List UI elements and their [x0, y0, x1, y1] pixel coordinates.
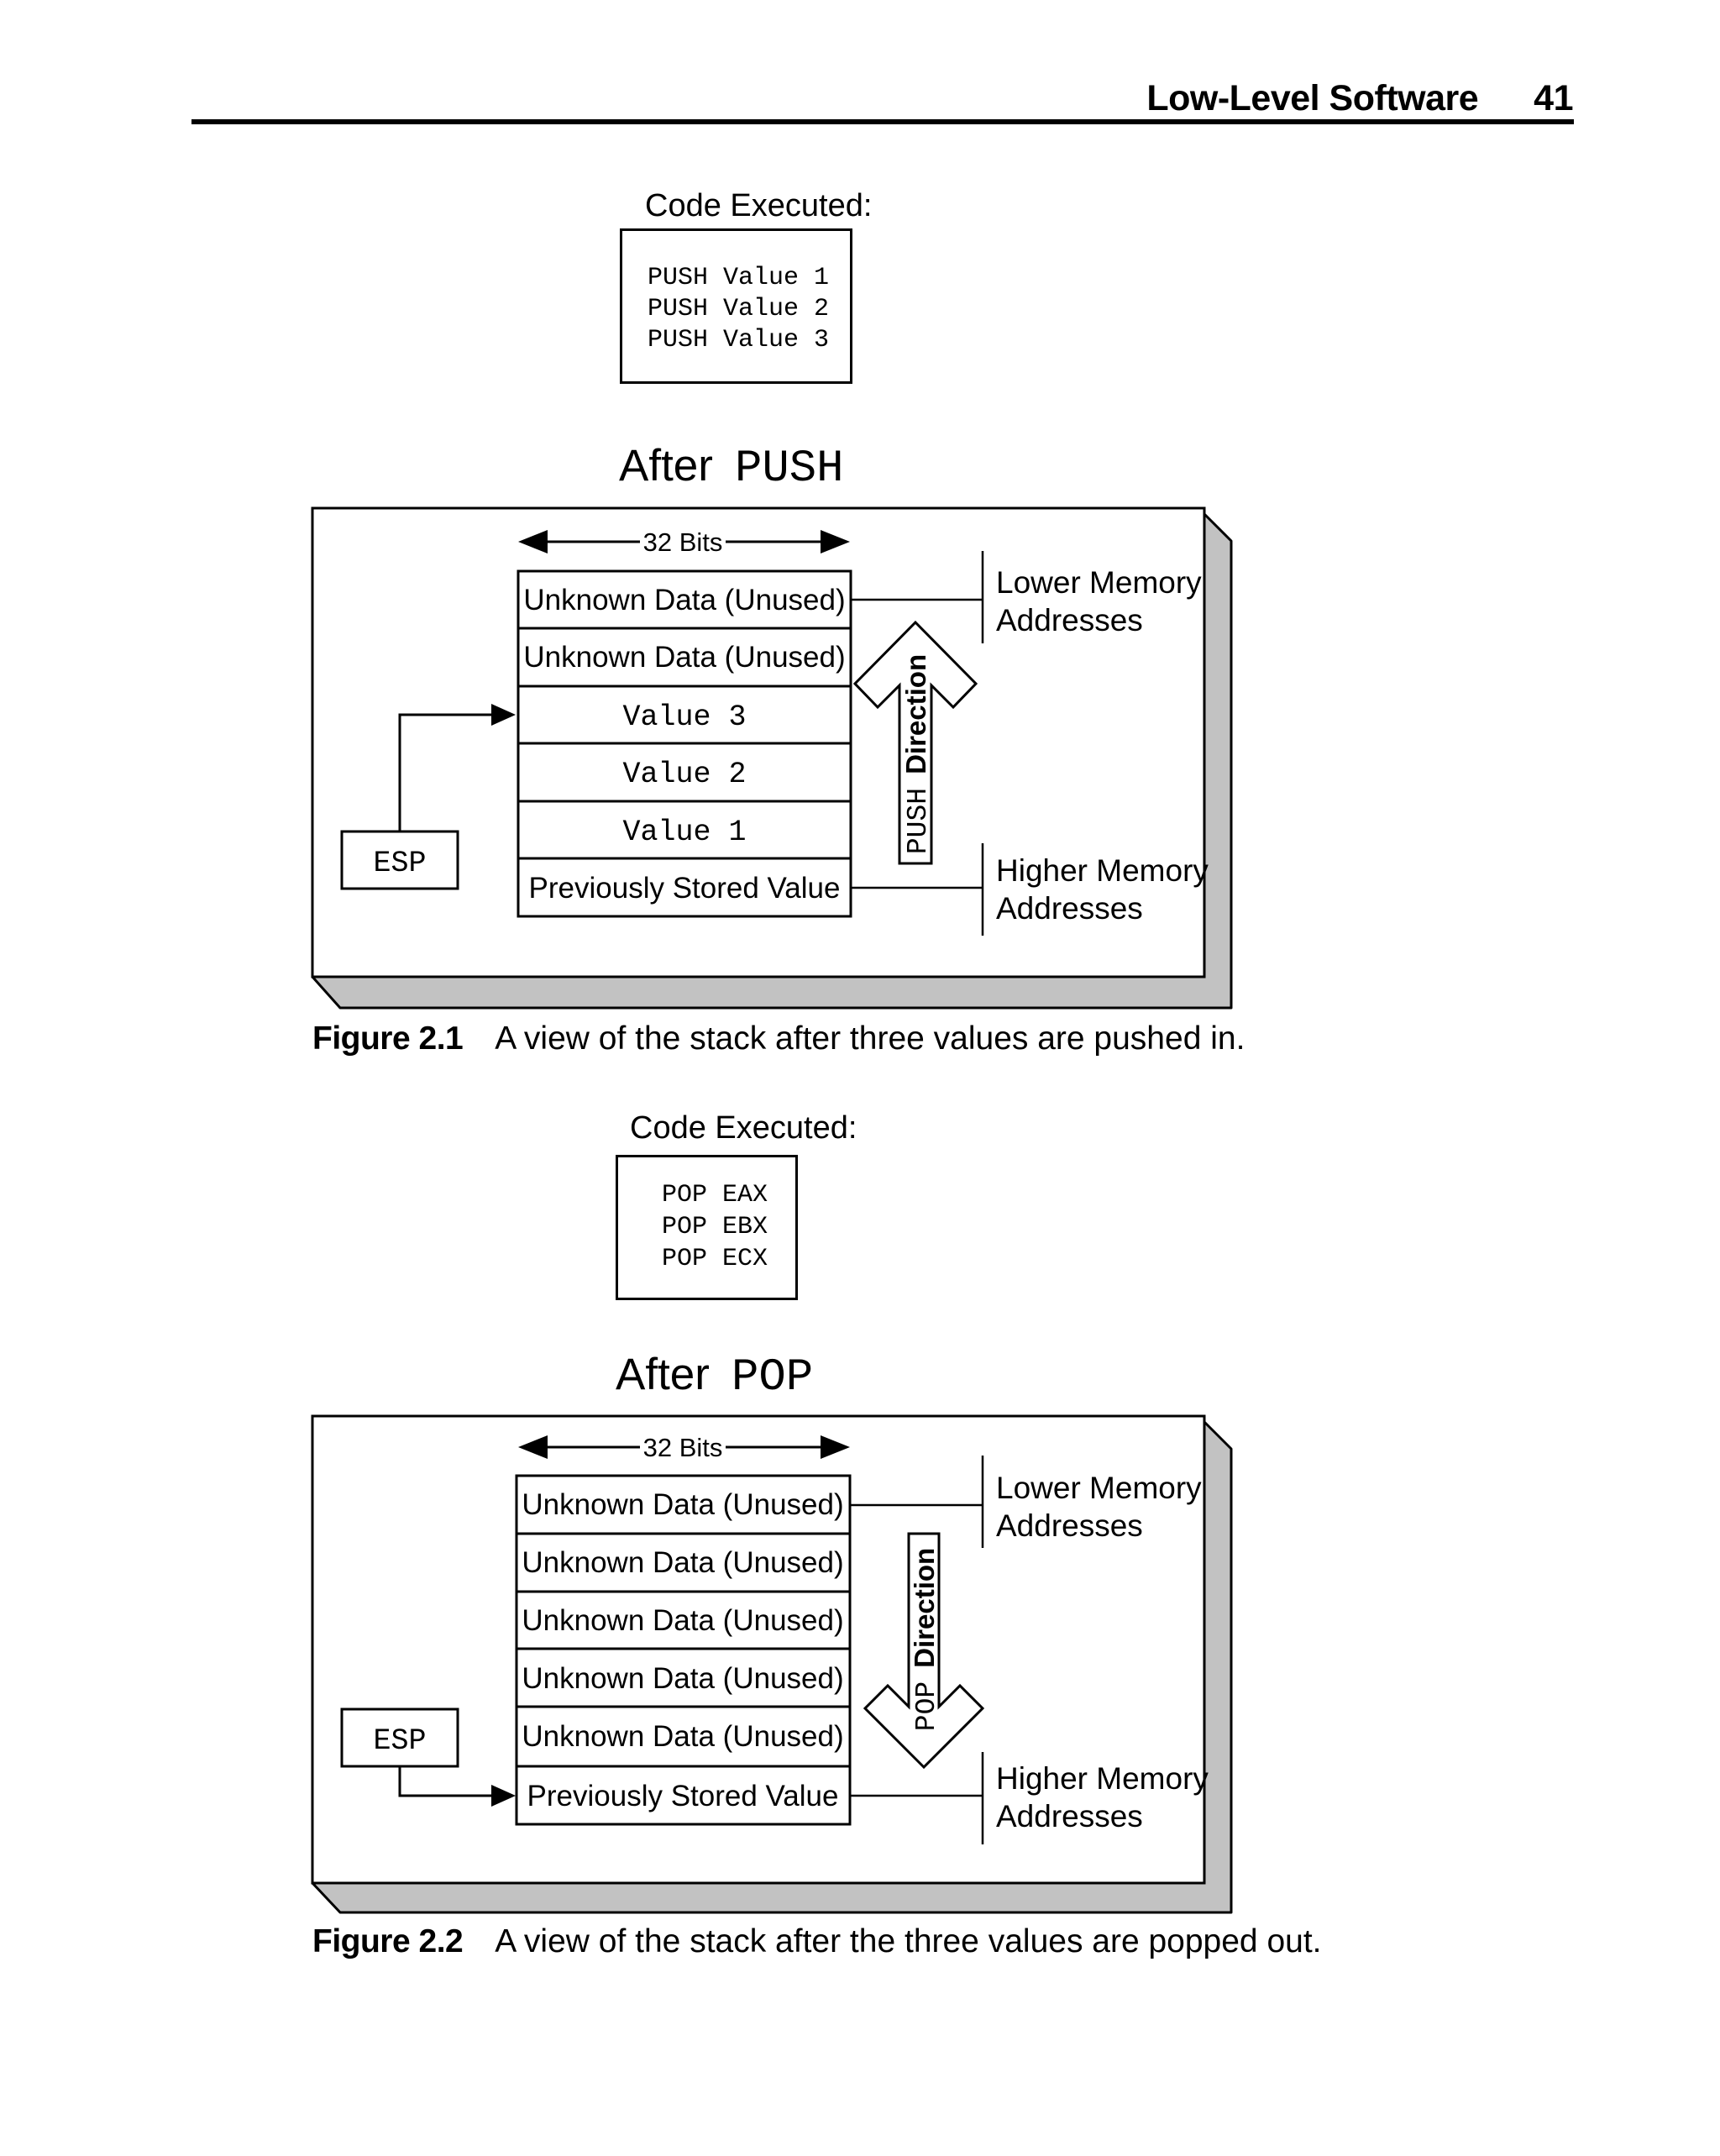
higher-memory-label-2: Addresses	[996, 891, 1143, 926]
code-listing-push: PUSH Value 1 PUSH Value 2 PUSH Value 3	[648, 263, 850, 356]
code-line: POP ECX	[662, 1245, 768, 1273]
code-executed-label-pop: Code Executed:	[630, 1110, 857, 1146]
higher-memory-label: Higher Memory	[996, 1761, 1209, 1796]
stack-cell-label: Unknown Data (Unused)	[522, 1604, 843, 1637]
stack-cell-label: Value 1	[622, 816, 746, 849]
figure-pop-diagram: 32 Bits Unknown Data (Unused) Unknown Da…	[311, 1414, 1233, 1914]
code-line: PUSH Value 2	[648, 295, 830, 323]
push-word: PUSH	[903, 788, 934, 854]
esp-pointer-line	[398, 713, 495, 831]
heading-word-after: After	[619, 441, 713, 490]
stack-cell-label: Unknown Data (Unused)	[523, 584, 845, 616]
esp-label: ESP	[373, 847, 426, 880]
figure-caption-text: A view of the stack after three values a…	[495, 1020, 1245, 1057]
code-executed-label-push: Code Executed:	[645, 188, 873, 223]
header-rule	[191, 119, 1574, 124]
bits-arrowhead-right	[821, 1435, 850, 1459]
chapter-title: Low-Level Software	[1146, 78, 1479, 118]
code-box-push: PUSH Value 1 PUSH Value 2 PUSH Value 3	[620, 228, 852, 384]
stack-cell-label: Value 3	[622, 700, 746, 734]
stack-cell-label: Previously Stored Value	[527, 1780, 839, 1812]
stack-cell-label: Unknown Data (Unused)	[522, 1720, 843, 1753]
page-number: 41	[1534, 78, 1573, 118]
after-pop-heading: After POP	[616, 1352, 813, 1401]
direction-word: Direction	[900, 654, 931, 774]
code-line: POP EBX	[662, 1213, 768, 1241]
figure-number: Figure 2.2	[312, 1923, 464, 1959]
figure-number: Figure 2.1	[312, 1020, 464, 1057]
figure-caption-push: Figure 2.1 A view of the stack after thre…	[312, 1020, 1245, 1059]
heading-word-push: PUSH	[734, 443, 844, 495]
lower-memory-label: Lower Memory	[996, 1471, 1202, 1505]
stack-cell-label: Unknown Data (Unused)	[523, 641, 845, 674]
code-line: POP EAX	[662, 1181, 768, 1209]
lower-memory-label: Lower Memory	[996, 565, 1202, 600]
stack-cell-label: Previously Stored Value	[529, 872, 841, 905]
stack-cell-label: Unknown Data (Unused)	[522, 1488, 843, 1521]
esp-label: ESP	[373, 1724, 426, 1758]
figure-caption-text: A view of the stack after the three valu…	[495, 1923, 1322, 1959]
pop-word: POP	[911, 1681, 942, 1731]
stack-cell-label: Value 2	[622, 758, 746, 791]
bits-label: 32 Bits	[643, 527, 723, 557]
esp-pointer-arrowhead	[491, 704, 516, 726]
code-line: PUSH Value 3	[648, 326, 830, 354]
lower-memory-label-2: Addresses	[996, 603, 1143, 637]
running-header: Low-Level Software 41	[1146, 81, 1573, 117]
esp-box	[340, 1707, 459, 1768]
push-direction-label: PUSH Direction	[900, 654, 934, 854]
stack-cell-label: Unknown Data (Unused)	[522, 1662, 843, 1695]
figure-push-diagram: 32 Bits Unknown Data (Unused) Unknown Da…	[311, 506, 1233, 1010]
code-listing-pop: POP EAX POP EBX POP ECX	[662, 1179, 795, 1275]
esp-pointer-line	[398, 1766, 495, 1797]
stack-cell-label: Unknown Data (Unused)	[522, 1546, 843, 1579]
heading-word-pop: POP	[731, 1352, 814, 1403]
after-push-heading: After PUSH	[619, 443, 844, 492]
pop-direction-label: POP Direction	[909, 1548, 942, 1731]
direction-word: Direction	[909, 1548, 940, 1668]
bits-arrowhead-left	[518, 1435, 548, 1459]
figure-caption-pop: Figure 2.2 A view of the stack after the …	[312, 1923, 1322, 1962]
push-direction-arrow	[852, 620, 978, 865]
lower-memory-label-2: Addresses	[996, 1508, 1143, 1543]
code-line: PUSH Value 1	[648, 264, 830, 292]
bits-arrowhead-left	[518, 530, 548, 553]
bits-arrowhead-right	[821, 530, 850, 553]
heading-word-after: After	[616, 1350, 710, 1399]
code-box-pop: POP EAX POP EBX POP ECX	[616, 1155, 798, 1300]
bits-label: 32 Bits	[643, 1433, 723, 1462]
esp-pointer-arrowhead	[491, 1785, 516, 1807]
higher-memory-label: Higher Memory	[996, 853, 1209, 888]
higher-memory-label-2: Addresses	[996, 1799, 1143, 1833]
pop-direction-arrow	[863, 1532, 985, 1770]
esp-box	[340, 830, 459, 890]
